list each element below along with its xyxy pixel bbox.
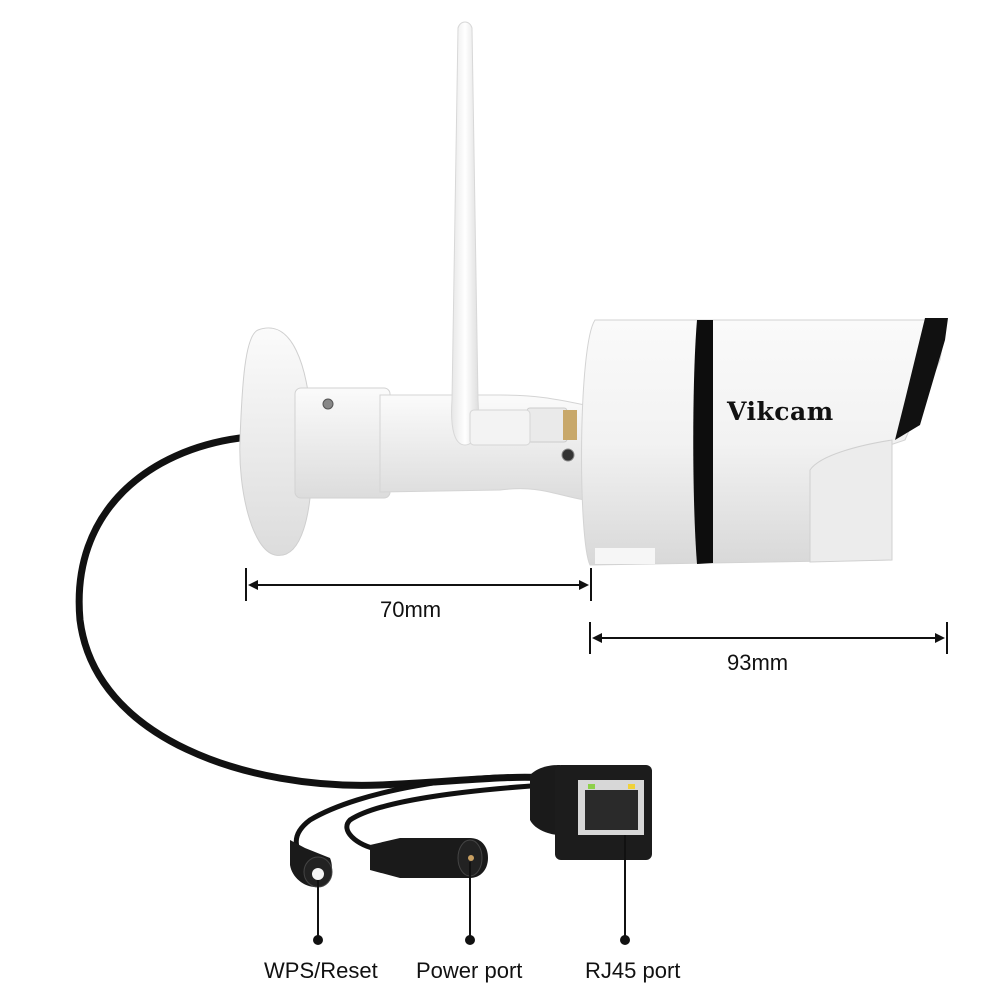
camera-cable xyxy=(75,434,549,860)
wall-mount xyxy=(239,327,391,556)
rj45-connector xyxy=(530,765,652,860)
callout-power-port xyxy=(465,862,475,945)
camera-body xyxy=(581,318,948,566)
label-rj45-port: RJ45 port xyxy=(585,958,681,983)
label-power-port: Power port xyxy=(416,958,523,983)
antenna xyxy=(451,21,531,446)
label-wps-reset: WPS/Reset xyxy=(264,958,378,983)
callout-rj45-port xyxy=(620,835,630,945)
dimension-93mm xyxy=(589,622,948,654)
power-connector xyxy=(370,838,488,878)
dimension-70mm xyxy=(245,568,592,601)
dimension-label-70mm: 70mm xyxy=(380,597,442,622)
dimension-label-93mm: 93mm xyxy=(727,650,789,675)
callout-wps-reset xyxy=(313,880,323,945)
brand-logo: Vikcam xyxy=(727,397,834,426)
wps-reset-connector xyxy=(290,840,333,888)
